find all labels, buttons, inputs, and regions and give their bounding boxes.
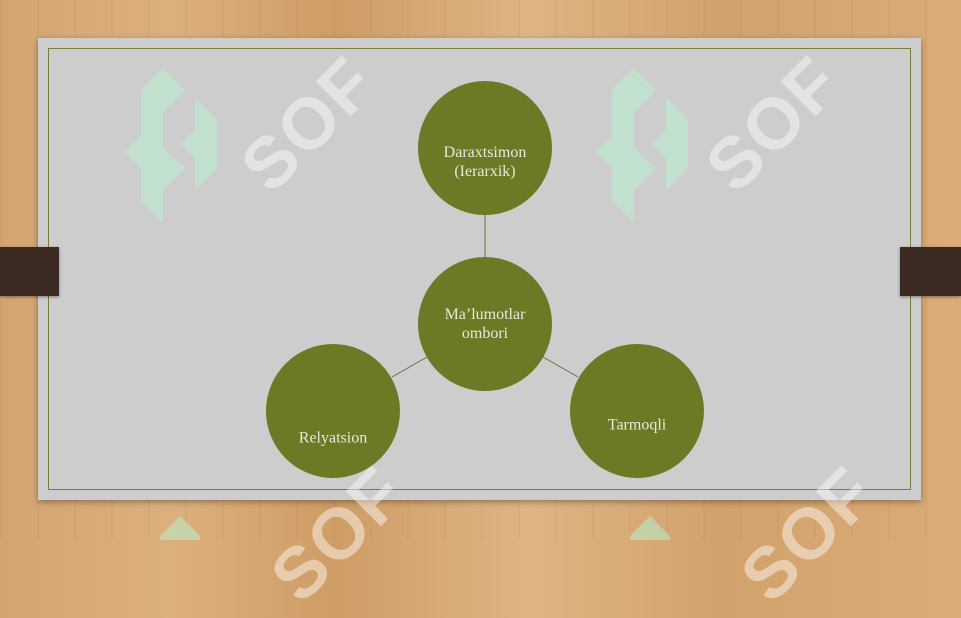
connector-right: [542, 356, 579, 378]
node-label-hierarchical: Daraxtsimon (Ierarxik): [443, 144, 527, 180]
connector-left: [391, 356, 428, 378]
right-clip: [900, 247, 961, 296]
logo-mark-icon: [125, 68, 217, 223]
diagram: [266, 81, 704, 478]
left-clip: [0, 247, 59, 296]
node-label-relational: Relyatsion: [298, 429, 368, 447]
logo-mark-icon: [160, 516, 200, 540]
logo-mark-icon: [630, 516, 670, 540]
logo-mark-icon: [596, 68, 688, 223]
node-circle-right: [570, 344, 704, 478]
node-label-network: Tarmoqli: [607, 416, 667, 434]
node-circle-top: [418, 81, 552, 215]
node-circle-left: [266, 344, 400, 478]
node-label-database: Ma’lumotlar ombori: [444, 306, 526, 342]
node-circle-center: [418, 257, 552, 391]
